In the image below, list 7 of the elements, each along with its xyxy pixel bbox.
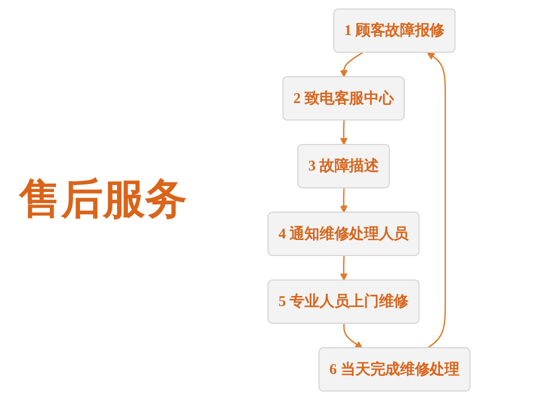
arrow: [340, 52, 363, 78]
arrow: [340, 256, 348, 281]
arrow: [340, 120, 348, 146]
title: 售后服务: [19, 176, 187, 225]
arrow: [340, 188, 348, 214]
arrow: [343, 324, 363, 349]
arrow: [426, 52, 446, 349]
